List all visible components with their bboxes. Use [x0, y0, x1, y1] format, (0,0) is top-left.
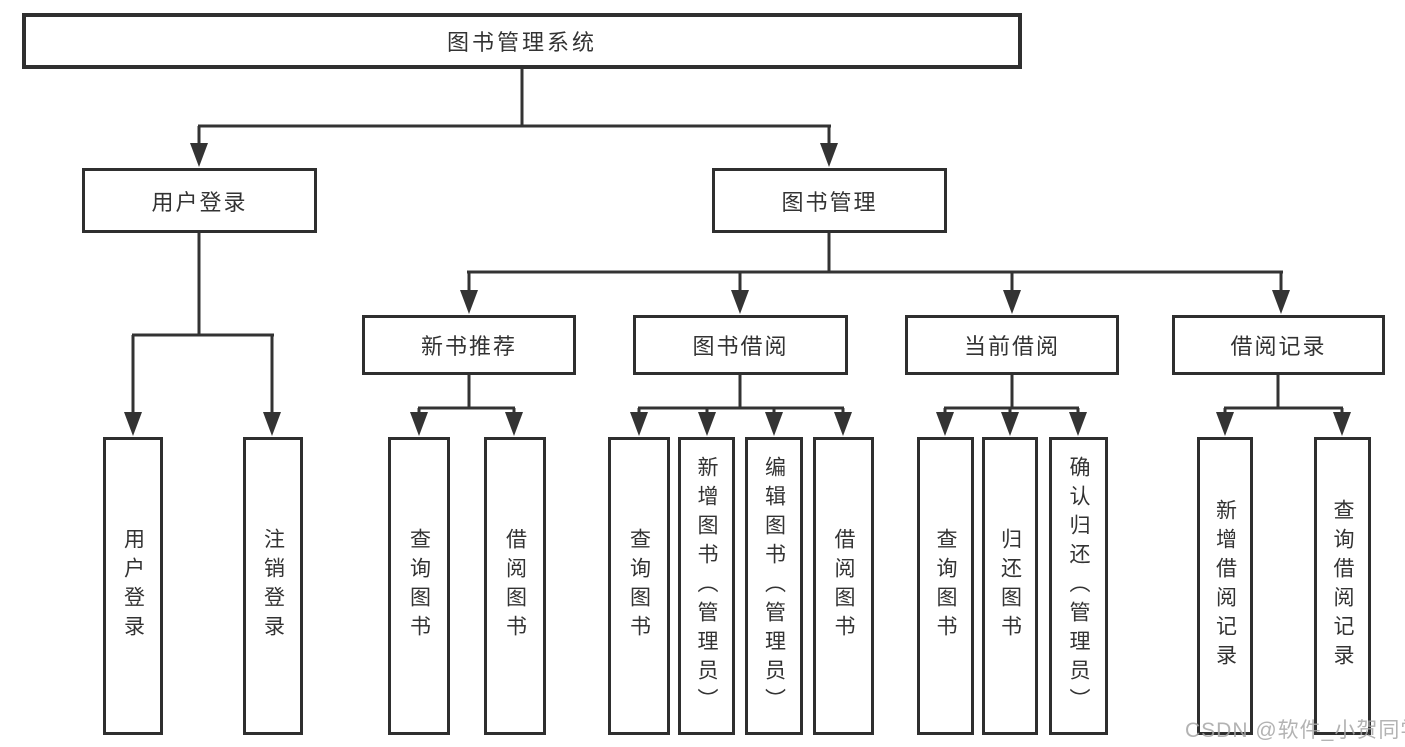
connector-current-split: [936, 375, 1087, 436]
leaf-edit-book-admin: 编辑图书（管理员）: [745, 437, 803, 735]
node-system-root: 图书管理系统: [22, 13, 1022, 69]
connector-records-split: [1216, 375, 1351, 436]
node-borrow-records: 借阅记录: [1172, 315, 1385, 375]
leaf-borrow-books-recommend: 借阅图书: [484, 437, 546, 735]
leaf-logout: 注销登录: [243, 437, 303, 735]
leaf-add-borrow-record: 新增借阅记录: [1197, 437, 1253, 735]
leaf-confirm-return-admin: 确认归还（管理员）: [1049, 437, 1108, 735]
leaf-query-borrow-record: 查询借阅记录: [1314, 437, 1371, 735]
node-current-borrow: 当前借阅: [905, 315, 1119, 375]
leaf-query-books-current: 查询图书: [917, 437, 974, 735]
connector-borrow-split: [630, 375, 852, 436]
connector-root-split: [190, 69, 838, 167]
node-new-book-recommend: 新书推荐: [362, 315, 576, 375]
node-book-management: 图书管理: [712, 168, 947, 233]
node-book-borrow: 图书借阅: [633, 315, 848, 375]
leaf-add-book-admin: 新增图书（管理员）: [678, 437, 735, 735]
leaf-return-book: 归还图书: [982, 437, 1038, 735]
leaf-query-books-borrow: 查询图书: [608, 437, 670, 735]
connector-recommend-split: [410, 375, 523, 436]
watermark-text: CSDN @软件_小贺同学: [1185, 719, 1405, 742]
node-user-login: 用户登录: [82, 168, 317, 233]
connector-user-login-split: [124, 233, 281, 436]
leaf-borrow-books-borrow: 借阅图书: [813, 437, 874, 735]
connector-book-management-split: [460, 233, 1290, 314]
leaf-query-books-recommend: 查询图书: [388, 437, 450, 735]
leaf-user-login: 用户登录: [103, 437, 163, 735]
